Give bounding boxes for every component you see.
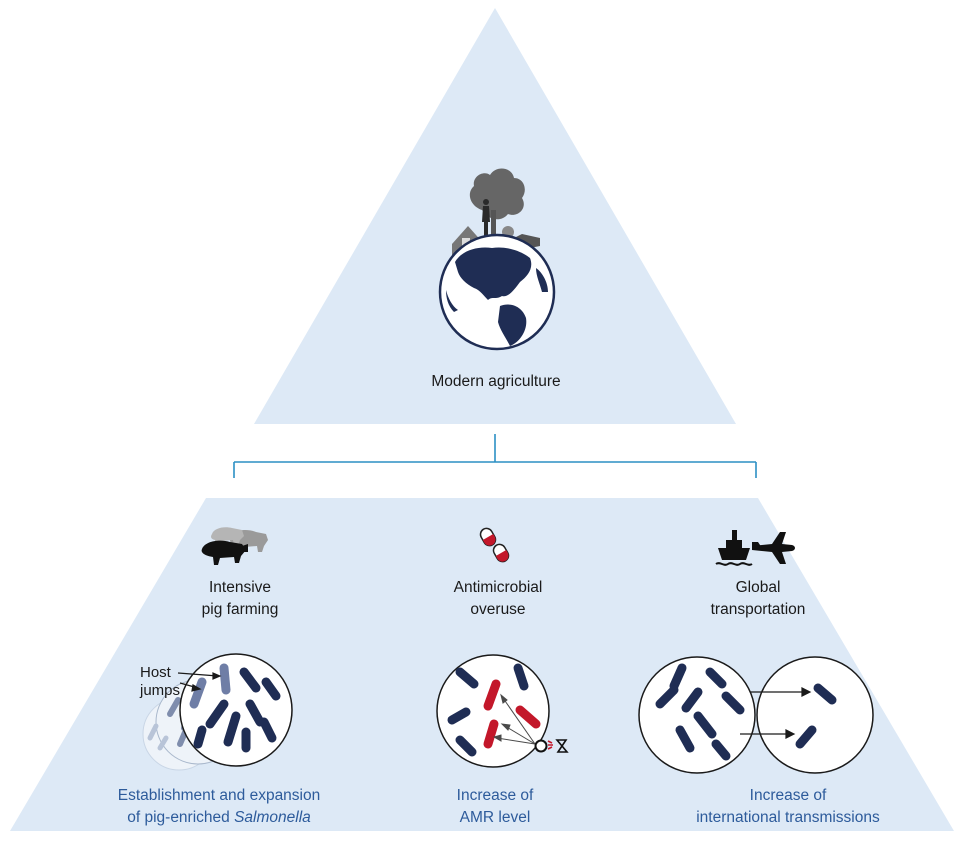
amr-circle: [436, 654, 569, 768]
outcome-label-salmonella: Establishment and expansion of pig-enric…: [118, 785, 321, 829]
top-label: Modern agriculture: [431, 371, 560, 393]
driver-label-antimicrobial: Antimicrobial overuse: [454, 577, 543, 621]
outcome-line2: AMR level: [459, 809, 531, 826]
outcome-line1: Increase of: [456, 787, 534, 804]
outcome-label-amr: Increase of AMR level: [457, 785, 534, 829]
pills-icon: [479, 527, 510, 563]
host-jumps-line1: Host: [140, 664, 171, 681]
driver-label-line2: transportation: [710, 601, 806, 618]
bracket-connector: [233, 434, 757, 478]
driver-label-line1: Antimicrobial: [453, 579, 543, 596]
driver-label-line2: pig farming: [201, 601, 279, 618]
host-jumps-label: Host jumps: [140, 664, 180, 700]
driver-label-pig-farming: Intensive pig farming: [202, 577, 279, 621]
host-jumps-line2: jumps: [140, 682, 181, 699]
outcome-line1: Establishment and expansion: [117, 787, 321, 804]
driver-label-line1: Global: [735, 579, 781, 596]
pig-icon: [201, 527, 268, 565]
driver-label-line1: Intensive: [208, 579, 272, 596]
outcome-line2-italic: Salmonella: [234, 809, 311, 826]
ship-plane-icon: [715, 530, 795, 566]
driver-label-line2: overuse: [470, 601, 526, 618]
driver-label-transportation: Global transportation: [711, 577, 806, 621]
pig-salmonella-circles: [142, 653, 293, 771]
outcome-line2-prefix: of pig-enriched: [127, 809, 235, 826]
globe-icon: [438, 168, 556, 351]
transmission-circles: [638, 656, 874, 774]
outcome-line2: international transmissions: [696, 809, 880, 826]
top-label-text: Modern agriculture: [431, 373, 561, 390]
outcome-line1: Increase of: [749, 787, 827, 804]
outcome-line2: of pig-enriched Salmonella: [118, 807, 321, 829]
outcome-label-transmissions: Increase of international transmissions: [696, 785, 880, 829]
